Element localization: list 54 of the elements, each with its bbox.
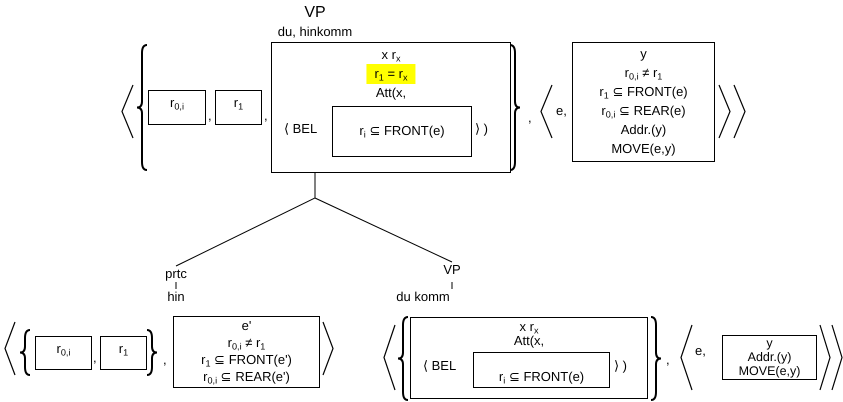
drs-condition: r$_{0,i}$ ⊆ REAR(e') [203, 368, 290, 385]
punctuation: e, [556, 103, 567, 119]
drs-box [332, 106, 472, 157]
highlighted-condition: r$_{1}$ = r$_{x}$ [366, 64, 416, 84]
drs-condition: x r$_{x}$ [520, 319, 538, 335]
punctuation: , [528, 110, 532, 126]
drs-condition: r$_{i}$ ⊆ FRONT(e) [359, 123, 445, 139]
drs-condition: ⟨ BEL [423, 358, 456, 374]
drs-box [722, 335, 817, 380]
punctuation: , [666, 352, 670, 368]
drs-condition: e' [242, 317, 252, 334]
node-label: hin [167, 289, 185, 305]
punctuation: e, [695, 343, 706, 359]
drs-box [572, 42, 715, 162]
drs-condition: r$_{1}$ ⊆ FRONT(e') [201, 351, 292, 368]
drs-condition: r$_{1}$ [234, 95, 244, 111]
drs-condition: Att(x, [514, 333, 544, 349]
drs-condition: ⟩ ) [614, 358, 627, 374]
drs-box [148, 90, 206, 125]
punctuation: , [208, 108, 212, 124]
punctuation: , [93, 350, 97, 366]
drs-condition: r$_{0,i}$ [170, 95, 184, 111]
drs-condition: x r$_{x}$ [382, 47, 400, 63]
drs-condition: Addr.(y) [620, 121, 666, 139]
node-label: VP [304, 3, 326, 23]
drs-condition: r$_{1}$ ⊆ FRONT(e) [599, 83, 688, 101]
drs-condition: ⟩ ) [475, 121, 488, 137]
drs-condition: r$_{0,i}$ ≠ r$_{1}$ [228, 334, 266, 351]
drs-box [100, 336, 147, 370]
punctuation: , [264, 108, 268, 124]
node-label: VP [443, 262, 461, 278]
drs-box [173, 316, 320, 388]
drs-box [271, 42, 511, 173]
drs-condition: r$_{0,i}$ ≠ r$_{1}$ [624, 64, 662, 82]
node-label: du, hinkomm [278, 24, 352, 40]
node-label: du komm [396, 289, 450, 305]
drs-condition: r$_{1}$ [118, 341, 128, 357]
drs-condition: Att(x, [376, 85, 406, 101]
drs-condition: Addr.(y) [748, 350, 792, 364]
drs-condition: r$_{0,i}$ [56, 341, 70, 357]
drs-condition: MOVE(e,y) [611, 140, 676, 158]
drs-condition: r$_{i}$ ⊆ FRONT(e) [498, 369, 584, 385]
punctuation: , [163, 352, 167, 368]
drs-condition: y [640, 45, 647, 63]
drs-box [215, 90, 262, 125]
node-label: prtc [165, 266, 187, 282]
drs-condition: MOVE(e,y) [738, 364, 800, 378]
drs-condition: ⟨ BEL [284, 121, 318, 137]
drs-condition: y [766, 336, 773, 350]
drs-box [35, 336, 92, 370]
drs-box [410, 317, 648, 399]
tree-branch [314, 172, 452, 262]
drs-box [473, 352, 610, 388]
drs-condition: r$_{0,i}$ ⊆ REAR(e) [601, 102, 686, 120]
